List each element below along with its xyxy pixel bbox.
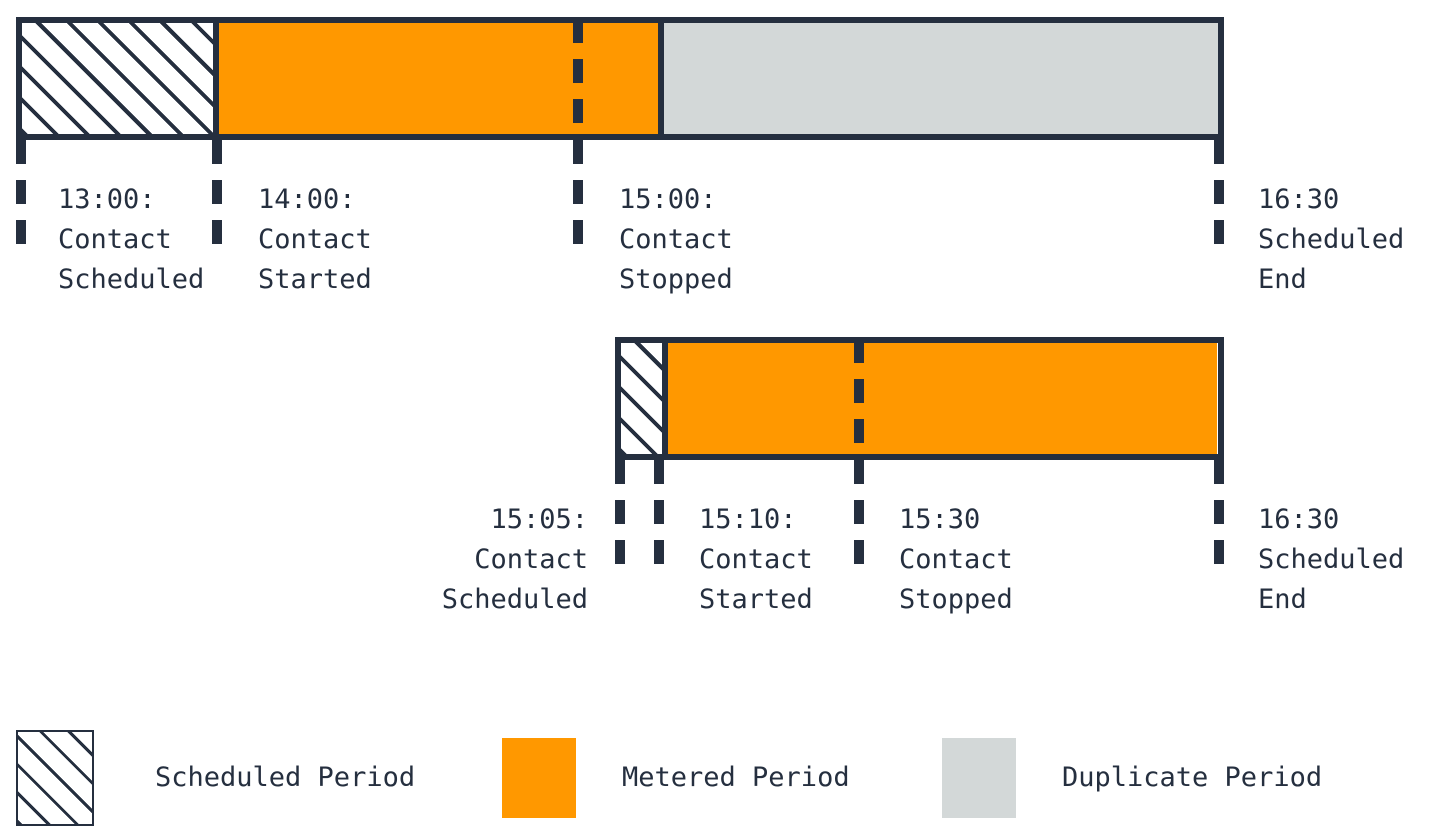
marker-line1: Contact [258,224,372,255]
marker-time: 14:00: [258,184,356,215]
marker-line1: Scheduled [1258,544,1405,575]
legend: Scheduled Period Metered Period Duplicat… [0,716,1448,840]
legend-label: Duplicate Period [1062,762,1323,793]
marker-line1: Contact [899,544,1013,575]
marker-line1: Contact [619,224,733,255]
duplicate-gray-swatch [942,738,1016,818]
metered-orange-swatch [502,738,576,818]
segment-scheduled-period [621,343,662,454]
timeline-original-bar [16,17,1224,140]
marker-label-14-00: 14:00: Contact Started [258,180,372,300]
legend-item-duplicate-period: Duplicate Period [942,738,1322,818]
marker-time: 15:00: [619,184,717,215]
legend-label: Scheduled Period [155,762,416,793]
tick-15-00 [573,140,583,255]
segment-divider [662,343,668,454]
marker-label-15-10: 15:10: Contact Started [699,500,813,620]
legend-item-scheduled-period: Scheduled Period [16,730,415,826]
marker-label-15-00: 15:00: Contact Stopped [619,180,733,300]
marker-line2: End [1258,264,1307,295]
marker-line2: End [1258,584,1307,615]
marker-label-15-30: 15:30 Contact Stopped [899,500,1013,620]
legend-label: Metered Period [622,762,850,793]
marker-line2: Started [699,584,813,615]
marker-label-16-30: 16:30 Scheduled End [1258,500,1404,620]
segment-scheduled-period [22,23,213,134]
marker-line1: Scheduled [1258,224,1405,255]
scheduled-hatch-swatch [16,730,94,826]
marker-label-13-00: 13:00: Contact Scheduled [58,180,204,300]
legend-item-metered-period: Metered Period [502,738,850,818]
marker-line1: Contact [58,224,172,255]
marker-label-16-30: 16:30 Scheduled End [1258,180,1404,300]
contact-stopped-divider-dash [573,19,583,138]
timeline-duplicate-bar [615,337,1224,460]
marker-label-15-05: 15:05: Contact Scheduled [300,500,588,620]
tick-16-30 [1214,140,1224,255]
tick-14-00 [212,140,222,255]
marker-time: 15:10: [699,504,797,535]
contact-stopped-divider-dash [854,339,864,458]
tick-13-00 [16,140,26,255]
marker-line1: Contact [699,544,813,575]
segment-metered-period [668,343,1217,454]
marker-time: 13:00: [58,184,156,215]
marker-line2: Stopped [619,264,733,295]
segment-metered-period [219,23,658,134]
segment-divider [213,23,219,134]
tick-15-05 [615,460,625,575]
marker-time: 15:05: [490,504,588,535]
marker-line1: Contact [474,544,588,575]
tick-15-30 [854,460,864,575]
marker-line2: Started [258,264,372,295]
segment-divider [658,23,664,134]
tick-16-30 [1214,460,1224,575]
segment-duplicate-period [664,23,1218,134]
marker-line2: Scheduled [58,264,205,295]
marker-time: 16:30 [1258,504,1340,535]
marker-line2: Stopped [899,584,1013,615]
marker-line2: Scheduled [441,584,588,615]
marker-time: 15:30 [899,504,981,535]
marker-time: 16:30 [1258,184,1340,215]
tick-15-10 [654,460,664,575]
